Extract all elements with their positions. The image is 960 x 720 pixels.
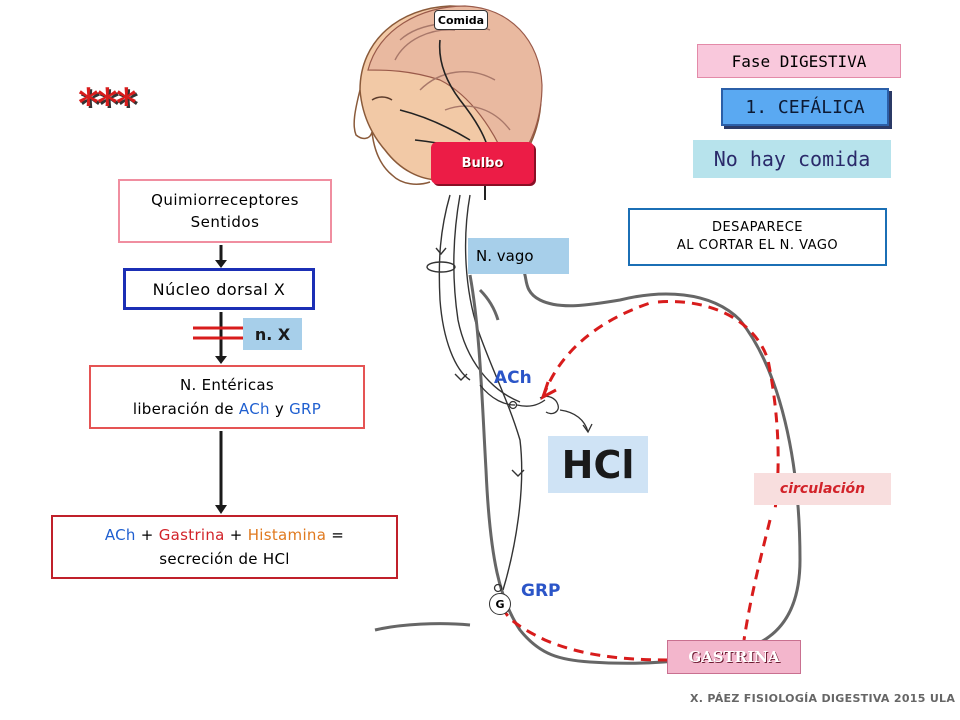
formula-gastrina: Gastrina bbox=[158, 526, 225, 544]
phase-subtitle: 1. CEFÁLICA bbox=[721, 88, 889, 126]
formula-histamina: Histamina bbox=[247, 526, 327, 544]
chemoreceptors-box: Quimiorreceptores Sentidos bbox=[118, 179, 332, 243]
bulb-label: Bulbo bbox=[431, 142, 534, 184]
senses-label: Sentidos bbox=[190, 213, 260, 231]
food-label: Comida bbox=[434, 10, 488, 30]
chemoreceptors-label: Quimiorreceptores bbox=[151, 191, 299, 209]
condition-label: No hay comida bbox=[693, 140, 891, 178]
secretion-formula-box: ACh + Gastrina + Histamina = secreción d… bbox=[51, 515, 398, 579]
vagus-nerve-label: n. X bbox=[243, 318, 302, 350]
vagotomy-note-line2: AL CORTAR EL N. VAGO bbox=[676, 238, 839, 253]
vagotomy-note: DESAPARECE AL CORTAR EL N. VAGO bbox=[628, 208, 887, 266]
flow-arrows bbox=[215, 245, 227, 514]
circulation-label: circulación bbox=[754, 473, 891, 505]
release-and: y bbox=[269, 400, 290, 418]
emphasis-stars: *** bbox=[78, 80, 137, 127]
formula-plus-1: + bbox=[135, 526, 159, 544]
formula-line1: ACh + Gastrina + Histamina = bbox=[105, 523, 344, 547]
g-cell-label: G bbox=[489, 593, 511, 615]
dorsal-nucleus-box: Núcleo dorsal X bbox=[123, 268, 315, 310]
formula-line2: secreción de HCl bbox=[159, 550, 290, 568]
hcl-label: HCl bbox=[548, 436, 648, 493]
circulation-dashed-path bbox=[503, 300, 780, 662]
release-grp: GRP bbox=[289, 400, 322, 418]
formula-ach: ACh bbox=[104, 526, 136, 544]
gastrin-label: GASTRINA bbox=[667, 640, 801, 674]
phase-title: Fase DIGESTIVA bbox=[697, 44, 901, 78]
enteric-release-line: liberación de ACh y GRP bbox=[133, 397, 321, 421]
vagus-nerve-fibers bbox=[426, 194, 525, 591]
grp-label: GRP bbox=[521, 581, 561, 601]
vagus-label: N. vago bbox=[468, 238, 569, 274]
circulation-arrowhead bbox=[540, 381, 557, 401]
stomach-outline bbox=[374, 266, 802, 665]
formula-plus-2: + bbox=[224, 526, 248, 544]
release-ach: ACh bbox=[238, 400, 270, 418]
nerve-cut-mark bbox=[193, 326, 246, 340]
release-prefix: liberación de bbox=[132, 400, 239, 418]
ach-label: ACh bbox=[494, 368, 532, 388]
formula-equals: = bbox=[326, 526, 345, 544]
enteric-neurons-label: N. Entéricas bbox=[179, 376, 275, 394]
vagotomy-note-line1: DESAPARECE bbox=[711, 220, 804, 235]
footer-credit: X. PÁEZ FISIOLOGÍA DIGESTIVA 2015 ULA bbox=[690, 692, 956, 705]
enteric-neurons-box: N. Entéricas liberación de ACh y GRP bbox=[89, 365, 365, 429]
